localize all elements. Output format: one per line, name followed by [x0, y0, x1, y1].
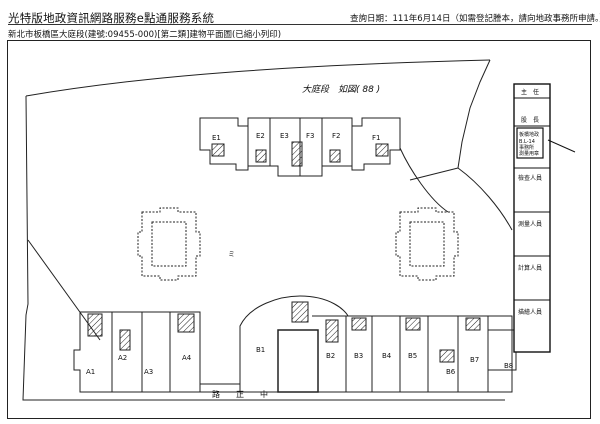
- panel-inspector: 檢查人員: [518, 174, 542, 182]
- unit-label-f2: F2: [332, 132, 340, 140]
- unit-label-b8: B8: [504, 362, 513, 370]
- query-date: 查詢日期：111年6月14日（如需登記謄本，請向地政事務所申請。）: [350, 14, 600, 24]
- panel-section-head: 股 長: [521, 117, 539, 124]
- unit-label-b2: B2: [326, 352, 335, 360]
- top-building: [199, 117, 401, 177]
- top-street-label: 大庭段 如図( 88 ): [302, 84, 380, 95]
- unit-label-b6: B6: [446, 368, 456, 376]
- unit-label-f1: F1: [372, 134, 380, 142]
- unit-label-b3: B3: [354, 352, 363, 360]
- unit-label-b7: B7: [470, 356, 479, 364]
- lot-boundary: [22, 59, 513, 401]
- panel-chief: 主 任: [521, 88, 539, 96]
- document-subtitle: 新北市板橋區大庭段(建號:09455-000)[第二類]建物平面圖(已縮小列印): [8, 30, 282, 40]
- surveyor-panel: 主 任 股 長 檢查人員 測量人員 計算人員 描繪人員 板橋地政 B.L-14 …: [513, 83, 576, 353]
- unit-label-f3: F3: [306, 132, 314, 140]
- bottom-unit-labels: A1 A2 A3 A4 B1 B2 B3 B4 B5 B6 B7 B8: [86, 346, 513, 376]
- top-unit-labels: E1 E2 E3 F3 F2 F1: [212, 132, 380, 142]
- left-tower: [137, 207, 201, 281]
- unit-label-a1: A1: [86, 368, 95, 376]
- bottom-building: [73, 295, 517, 393]
- unit-label-e2: E2: [256, 132, 265, 140]
- stamp-code: B.L-14: [519, 139, 535, 145]
- page-title: 光特版地政資訊網路服務e點通服務系統: [8, 11, 215, 25]
- stamp-line-1: 板橋地政: [519, 131, 539, 138]
- unit-label-b5: B5: [408, 352, 417, 360]
- stamp-line-2: 事務所: [519, 144, 534, 151]
- stamp-line-3: 測量用章: [519, 150, 539, 157]
- drawing-frame: [7, 40, 591, 419]
- panel-surveyor: 測量人員: [518, 220, 542, 228]
- survey-stamp: [516, 127, 544, 159]
- unit-label-b4: B4: [382, 352, 392, 360]
- unit-label-a4: A4: [182, 354, 192, 362]
- unit-label-b1: B1: [256, 346, 265, 354]
- unit-label-e3: E3: [280, 132, 289, 140]
- bottom-street-label: 路 正 中: [212, 389, 268, 399]
- unit-label-e1: E1: [212, 134, 221, 142]
- unit-label-a2: A2: [118, 354, 127, 362]
- header-divider: [8, 24, 592, 25]
- panel-drafter: 描繪人員: [518, 308, 542, 316]
- plan-mark: ミ: [228, 250, 235, 258]
- unit-label-a3: A3: [144, 368, 153, 376]
- panel-calculator: 計算人員: [518, 264, 542, 272]
- right-tower: [395, 207, 459, 281]
